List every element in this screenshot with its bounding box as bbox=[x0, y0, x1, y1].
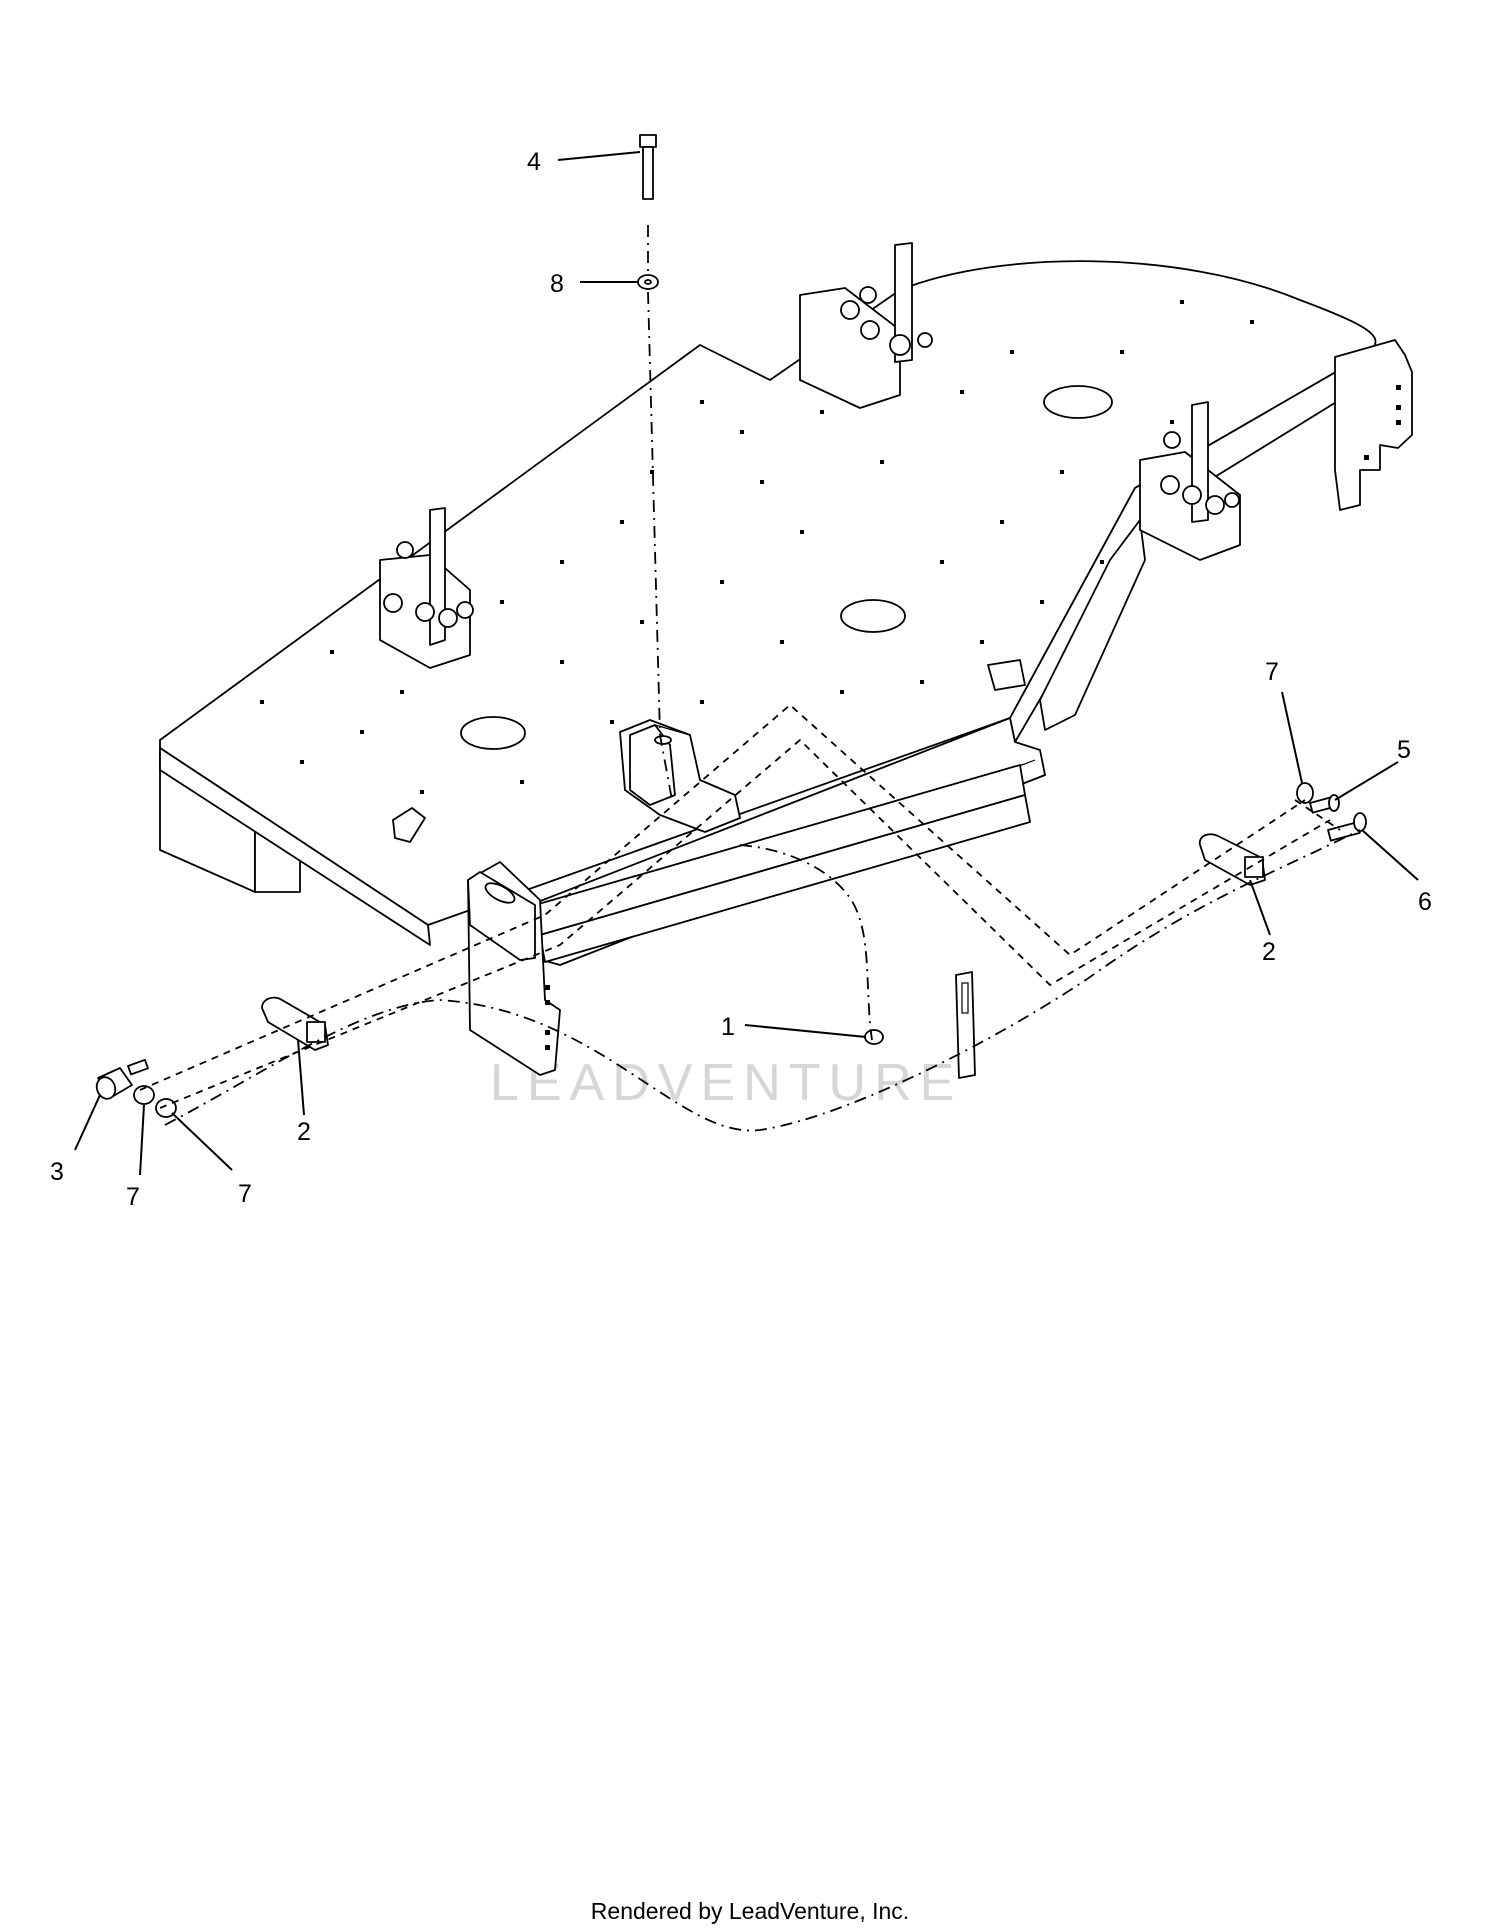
adjustment-strap bbox=[955, 971, 976, 1079]
callout-labels: 4 8 7 5 6 2 2 1 3 7 7 bbox=[50, 148, 1432, 1211]
callout-1: 1 bbox=[721, 1013, 735, 1041]
callout-8: 8 bbox=[550, 270, 564, 298]
leader-lines bbox=[74, 151, 1419, 1176]
watermark-text: LEADVENTURE bbox=[490, 1054, 962, 1112]
callout-5: 5 bbox=[1397, 736, 1411, 764]
part-1-nut bbox=[864, 1029, 884, 1045]
assembly-lines bbox=[139, 225, 1361, 1132]
part-7-washer-right bbox=[1296, 782, 1314, 804]
part-5-bolt bbox=[1309, 794, 1340, 814]
callout-7-left-a: 7 bbox=[126, 1183, 140, 1211]
height-adjust-bracket-right bbox=[1139, 401, 1241, 561]
front-mount-bracket bbox=[619, 719, 741, 833]
callout-6: 6 bbox=[1418, 888, 1432, 916]
callout-7-left-b: 7 bbox=[238, 1180, 252, 1208]
part-2-link-right bbox=[1198, 833, 1266, 886]
part-7-nut-left-a bbox=[133, 1085, 155, 1105]
render-credit: Rendered by LeadVenture, Inc. bbox=[590, 1898, 910, 1924]
part-3-pin bbox=[95, 1058, 149, 1100]
height-adjust-bracket-left bbox=[379, 507, 474, 669]
height-adjust-bracket-mid bbox=[799, 242, 933, 409]
front-crossbar bbox=[467, 764, 1031, 1076]
part-6-bolt bbox=[1327, 812, 1367, 842]
callout-2-right: 2 bbox=[1262, 938, 1276, 966]
part-2-link-left bbox=[261, 996, 329, 1051]
callout-2-left: 2 bbox=[297, 1118, 311, 1146]
callout-4: 4 bbox=[527, 148, 541, 176]
part-8-washer bbox=[637, 274, 659, 290]
callout-7-right: 7 bbox=[1265, 658, 1279, 686]
callout-3: 3 bbox=[50, 1158, 64, 1186]
part-4-bolt bbox=[639, 134, 657, 200]
part-7-nut-left-b bbox=[155, 1098, 177, 1118]
